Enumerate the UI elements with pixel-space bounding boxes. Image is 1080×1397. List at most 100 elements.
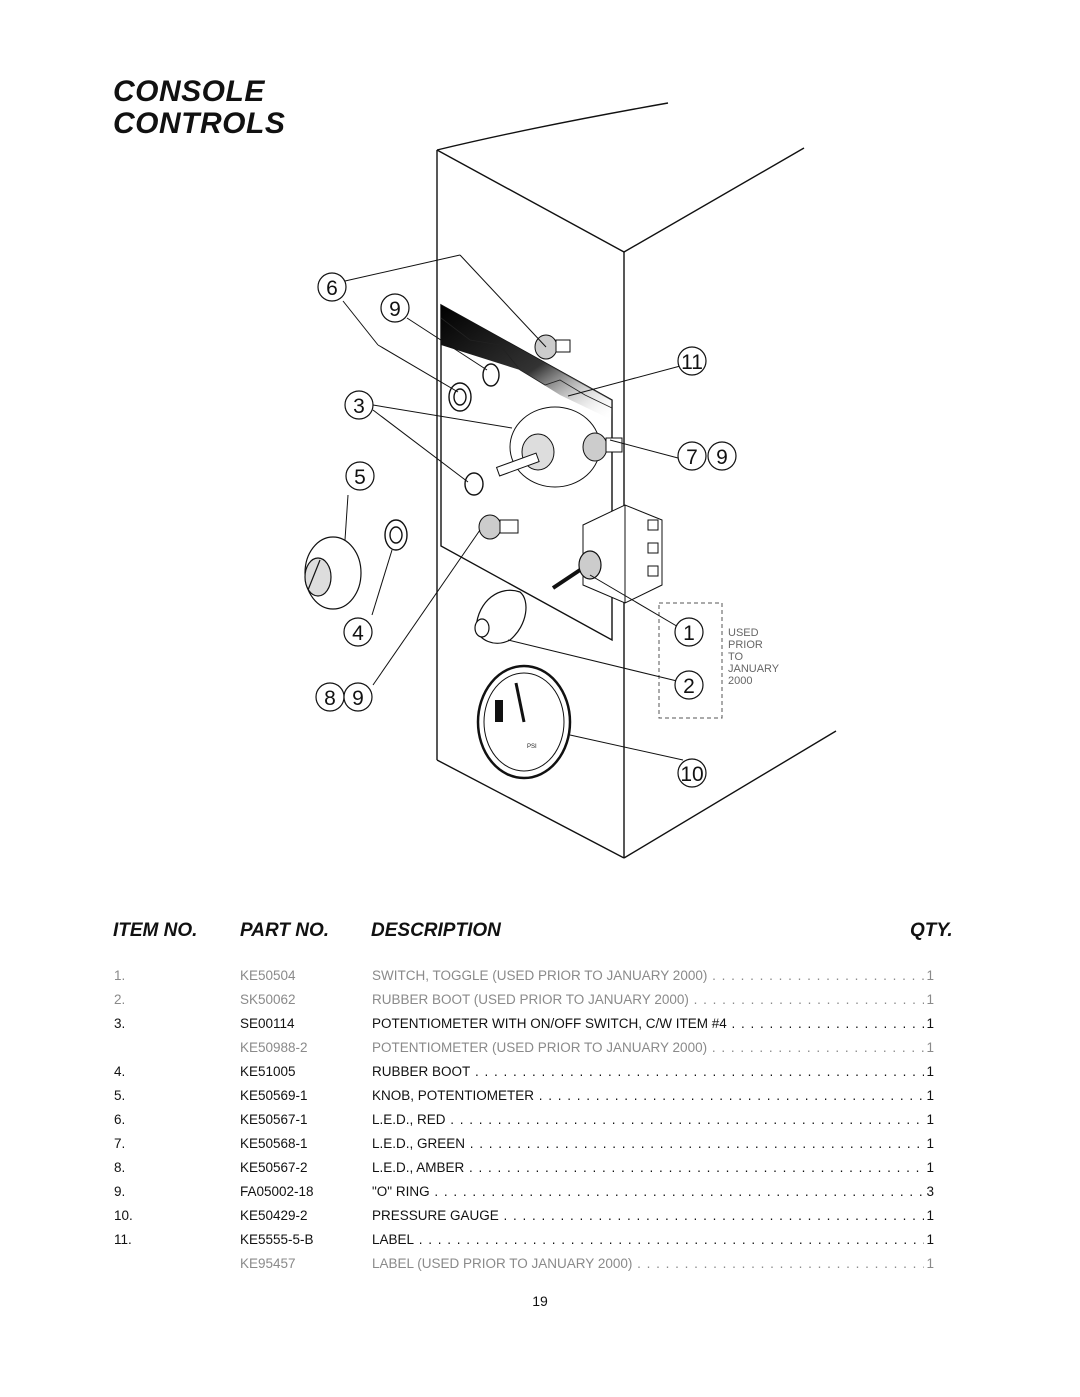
quantity: 1 [924,1012,934,1036]
description: L.E.D., GREEN [372,1132,934,1156]
part-number: KE95457 [240,1256,296,1271]
callouts [315,272,737,788]
quantity: 1 [924,1156,934,1180]
callout-2: 2 [683,675,695,698]
leader-lines [342,254,685,761]
note-line-1: USED [728,627,759,639]
description: RUBBER BOOT [372,1060,934,1084]
part-number: KE50429-2 [240,1208,308,1223]
gauge-unit-label: PSI [527,744,537,750]
part-number: KE5555-5-B [240,1232,314,1247]
callout-4: 4 [352,622,364,645]
part-number: KE50569-1 [240,1088,308,1103]
header-part-no: PART NO. [240,920,330,941]
description-text: "O" RING [372,1184,934,1199]
quantity: 1 [924,1252,934,1276]
part-number: SE00114 [240,1016,295,1031]
callout-9b: 9 [352,687,364,710]
quantity: 1 [924,1036,934,1060]
quantity: 1 [924,964,934,988]
description-text: L.E.D., GREEN [372,1136,934,1151]
callout-8: 8 [324,687,336,710]
description: "O" RING [372,1180,934,1204]
description-text: L.E.D., AMBER [372,1160,934,1175]
o-rings [384,363,500,551]
table-row: 11. KE5555-5-B LABEL1 [0,1228,1080,1252]
toggle-switch [474,550,602,644]
potentiometer [495,406,601,488]
description-text: KNOB, POTENTIOMETER [372,1088,934,1103]
quantity: 1 [924,1108,934,1132]
description: L.E.D., AMBER [372,1156,934,1180]
description-text: LABEL [372,1232,934,1247]
item-number: 7. [114,1136,126,1151]
part-number: KE50988-2 [240,1040,308,1055]
part-number: FA05002-18 [240,1184,314,1199]
header-qty: QTY. [910,920,953,941]
description: L.E.D., RED [372,1108,934,1132]
table-row: 8. KE50567-2 L.E.D., AMBER1 [0,1156,1080,1180]
part-number: SK50062 [240,992,296,1007]
description: RUBBER BOOT (USED PRIOR TO JANUARY 2000) [372,988,934,1012]
callout-5: 5 [354,466,366,489]
page-title: CONSOLE CONTROLS [113,76,285,140]
description: PRESSURE GAUGE [372,1204,934,1228]
callout-numbers: 6 9 3 5 4 8 9 11 7 9 1 2 10 [324,277,728,786]
quantity: 1 [924,1132,934,1156]
item-number: 4. [114,1064,126,1079]
pressure-gauge: PSI [476,664,572,780]
table-row: 3. SE00114 POTENTIOMETER WITH ON/OFF SWITC… [0,1012,1080,1036]
callout-9a: 9 [389,298,401,321]
title-line-1: CONSOLE [113,75,265,108]
callout-7: 7 [686,446,698,469]
quantity: 1 [924,1204,934,1228]
used-prior-note: USED PRIOR TO JANUARY 2000 [728,627,780,687]
description-text: RUBBER BOOT (USED PRIOR TO JANUARY 2000) [372,992,934,1007]
item-number: 3. [114,1016,126,1031]
table-row: 7.KE50568-1L.E.D., GREEN1 [0,1132,1080,1156]
description-text: RUBBER BOOT [372,1064,934,1079]
table-row: 4. KE51005 RUBBER BOOT1 [0,1060,1080,1084]
quantity: 1 [924,1228,934,1252]
part-number: KE50567-1 [240,1112,308,1127]
table-row: 10. KE50429-2 PRESSURE GAUGE1 [0,1204,1080,1228]
callout-6: 6 [326,277,338,300]
quantity: 3 [924,1180,934,1204]
note-line-5: 2000 [728,675,752,687]
item-number: 8. [114,1160,126,1175]
description-text: LABEL (USED PRIOR TO JANUARY 2000) [372,1256,934,1271]
description-text: L.E.D., RED [372,1112,934,1127]
part-number: KE50567-2 [240,1160,308,1175]
note-line-4: JANUARY [728,663,780,675]
part-number: KE51005 [240,1064,296,1079]
callout-1: 1 [683,622,695,645]
page-number: 19 [532,1293,548,1309]
console-housing [436,102,837,859]
note-line-2: PRIOR [728,639,763,651]
table-row: 9.FA05002-18"O" RING3 [0,1180,1080,1204]
callout-10: 10 [680,763,703,786]
switch-block [582,504,663,604]
note-line-3: TO [728,651,744,663]
description-text: POTENTIOMETER WITH ON/OFF SWITCH, C/W IT… [372,1016,934,1031]
item-number: 11. [114,1232,132,1247]
item-number: 10. [114,1208,133,1223]
callout-9c: 9 [716,446,728,469]
table-row: 6. KE50567-1 L.E.D., RED1 [0,1108,1080,1132]
item-number: 2. [114,992,126,1007]
part-number: KE50504 [240,968,296,983]
callout-11: 11 [681,351,703,374]
quantity: 1 [924,1084,934,1108]
description-text: SWITCH, TOGGLE (USED PRIOR TO JANUARY 20… [372,968,934,983]
title-line-2: CONTROLS [113,107,286,140]
quantity: 1 [924,1060,934,1084]
description-text: PRESSURE GAUGE [372,1208,934,1223]
parts-table-header: ITEM NO. PART NO. DESCRIPTION QTY. [0,920,1080,946]
exploded-console-diagram: PSI USED PRIOR TO JANUARY 2000 [304,102,837,859]
description: LABEL (USED PRIOR TO JANUARY 2000) [372,1252,934,1276]
item-number: 6. [114,1112,126,1127]
header-item-no: ITEM NO. [113,920,198,941]
